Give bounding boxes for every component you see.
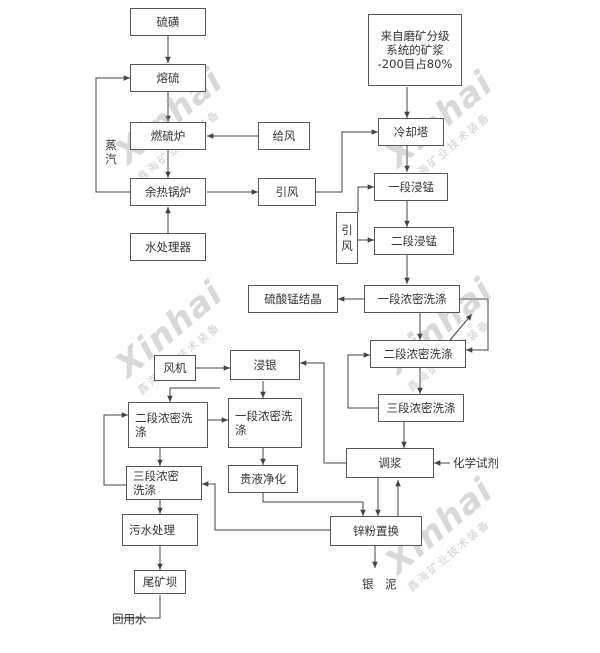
arrow-steam-loop: [95, 75, 130, 193]
arrow-yinfeng2-yid: [357, 184, 374, 212]
node-geifeng: 给风: [258, 122, 310, 150]
arrow-yinfeng-lengque: [316, 129, 378, 193]
node-guiyejinghua: 贵液净化: [228, 465, 298, 493]
arrow-nong3-nong2-loop: [347, 352, 378, 409]
label-huiyongshui: 回用水: [112, 612, 147, 626]
arrow-gui-xinfen: [262, 492, 366, 516]
node-ranliulu: 燃硫炉: [130, 122, 206, 150]
arrow-nong1-nong2-loop: [460, 298, 489, 353]
arrow-sand2-erd2-loop: [103, 412, 128, 486]
label-zhengqi: 蒸汽: [105, 138, 117, 166]
node-liusuanmeng: 硫酸锰结晶: [248, 285, 338, 313]
node-tiaojiang: 调浆: [346, 448, 434, 478]
node-xinfenzhihuan: 锌粉置换: [330, 516, 422, 546]
node-yinfeng2: 引风: [336, 212, 358, 264]
arrow-tiaojiang-jinyin: [300, 360, 346, 464]
node-yidnong2: 一段浓密洗 涤: [228, 398, 302, 448]
node-liuhuang: 硫磺: [130, 8, 206, 36]
node-yidjinmeng: 一段浸锰: [374, 173, 448, 201]
node-fengji: 风机: [154, 355, 196, 381]
node-erdnong2: 二段浓密洗 涤: [128, 402, 208, 448]
node-ronliu: 熔硫: [130, 64, 206, 92]
node-erdjinmeng: 二段浸锰: [374, 227, 454, 255]
node-erdnong1: 二段浓密洗涤: [370, 340, 466, 368]
node-yurelguolu: 余热锅炉: [130, 178, 206, 206]
node-sandnong1: 三段浓密洗涤: [378, 394, 464, 422]
node-shuichuliqi: 水处理器: [130, 233, 206, 261]
node-sandnong2: 三段浓密 洗涤: [126, 466, 202, 500]
node-yidnong1: 一段浓密洗涤: [364, 285, 460, 313]
arrow-xinfen-sand2: [202, 481, 330, 531]
node-lengqueta: 冷却塔: [378, 118, 444, 146]
arrow-nong2-nong1-back: [449, 313, 473, 341]
node-yinfeng1: 引风: [258, 178, 316, 206]
node-jinyin: 浸银: [230, 350, 300, 380]
node-weikuangba: 尾矿坝: [134, 570, 186, 594]
node-wushuichuli: 污水处理: [122, 514, 198, 546]
arrow-yid2-erd2-top: [167, 387, 220, 402]
arrow-weikuang-huiyong: [114, 595, 161, 619]
node-laizi: 来自磨矿分级 系统的矿浆 -200目占80%: [368, 14, 462, 86]
label-huaxueshiji: 化学试剂: [453, 456, 499, 470]
label-yinni: 银 泥: [362, 577, 397, 591]
